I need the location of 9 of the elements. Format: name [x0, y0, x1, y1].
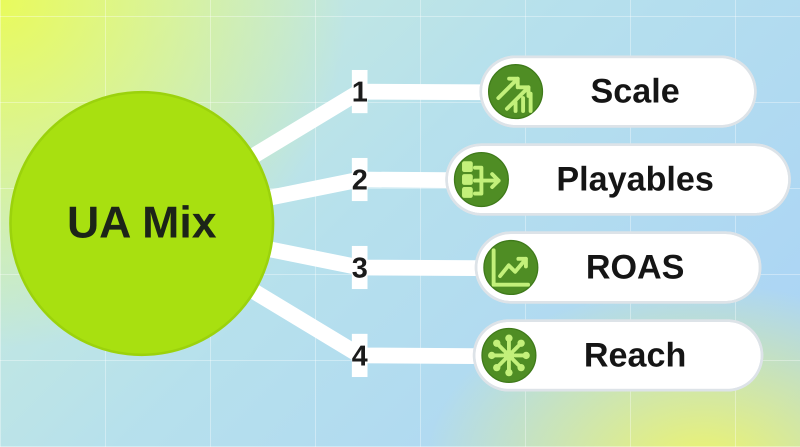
- connector: [268, 242, 477, 276]
- connector: [268, 172, 448, 206]
- edge-label: 1: [352, 75, 368, 108]
- edge-label: 3: [352, 251, 368, 284]
- edge-label: 4: [352, 339, 368, 372]
- edge-label: 2: [352, 163, 368, 196]
- connector: [250, 284, 475, 364]
- connector: [250, 84, 482, 162]
- node-circle: UA Mix: [9, 90, 274, 356]
